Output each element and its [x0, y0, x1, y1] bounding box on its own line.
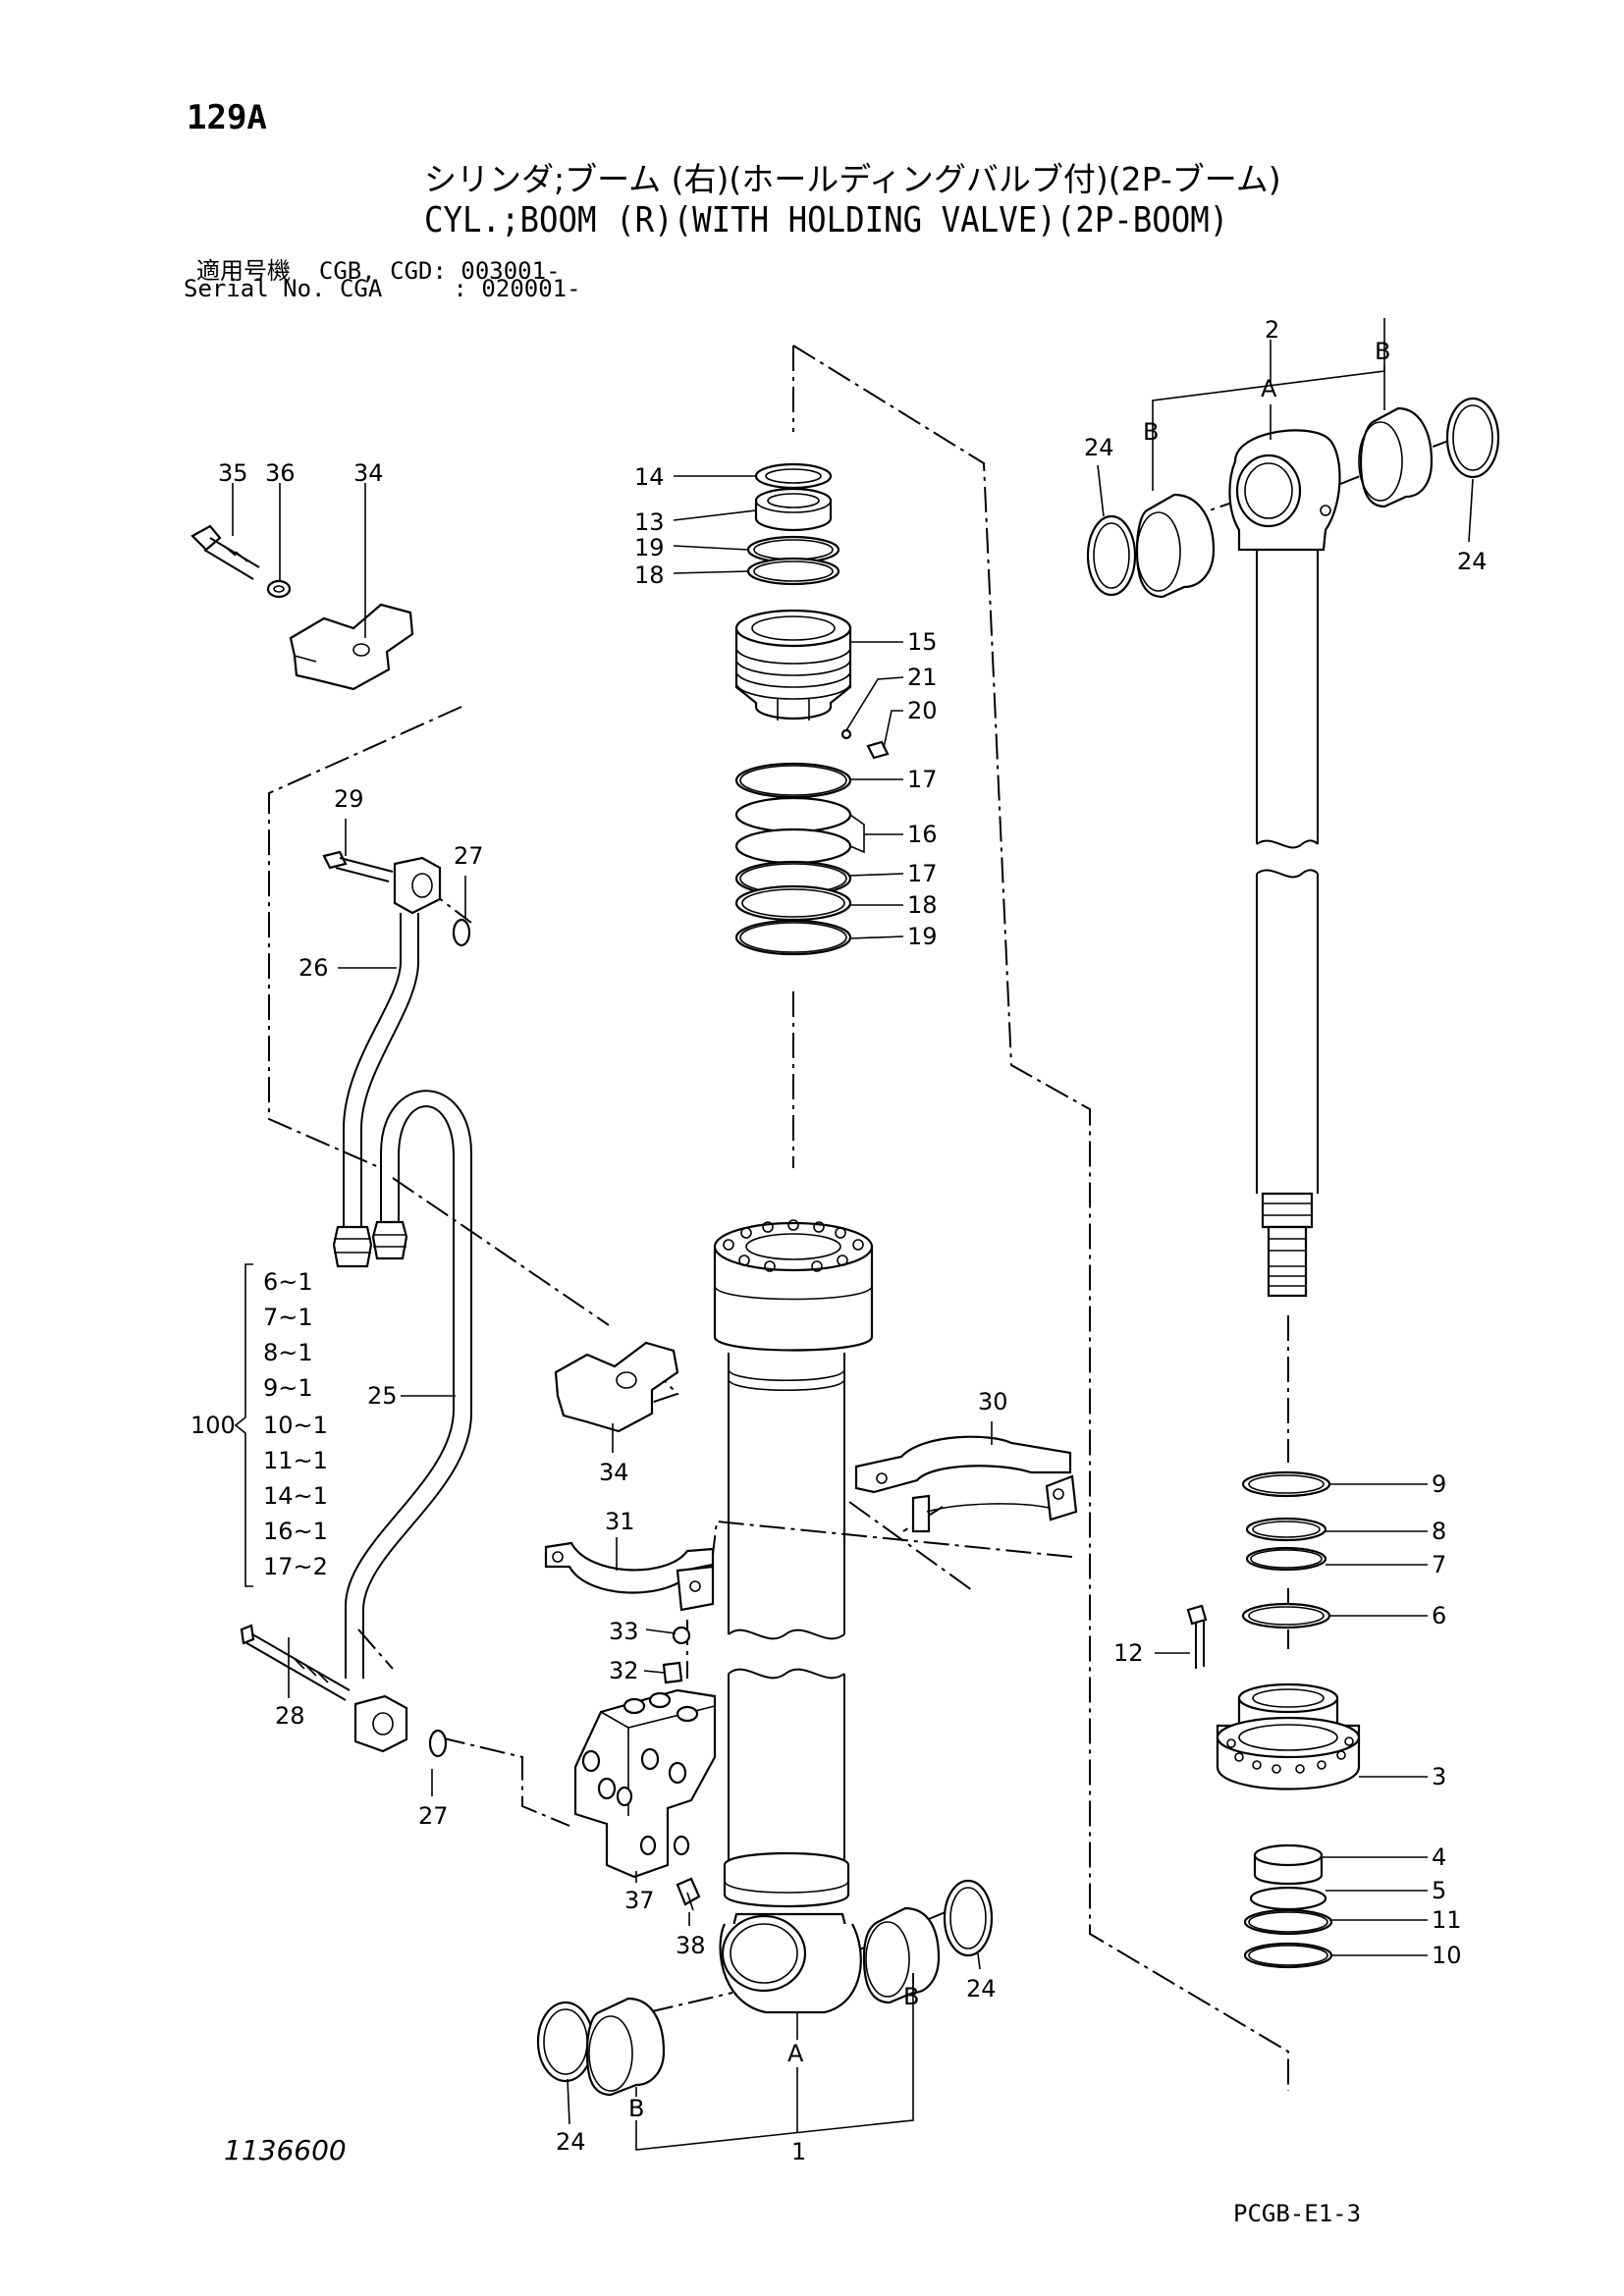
kit-item: 17~2 — [263, 1553, 328, 1580]
callout-11: 11 — [1432, 1906, 1462, 1934]
kit-item: 8~1 — [263, 1339, 313, 1366]
callout-34: 34 — [353, 459, 384, 487]
callout-30: 30 — [978, 1388, 1008, 1415]
callout-24: 24 — [1457, 548, 1488, 575]
callout-8: 8 — [1432, 1518, 1446, 1545]
callout-21: 21 — [907, 664, 938, 691]
callout-24: 24 — [556, 2128, 586, 2156]
callout-26: 26 — [298, 954, 329, 982]
serial-number-line: Serial No. CGA : 020001- — [184, 275, 581, 302]
callout-17: 17 — [907, 766, 938, 793]
part-top-rings — [746, 462, 840, 586]
callout-5: 5 — [1432, 1877, 1446, 1904]
part-band-30 — [854, 1435, 1078, 1533]
callout-19: 19 — [907, 923, 938, 950]
part-piston — [734, 609, 890, 760]
callout-33: 33 — [609, 1618, 639, 1645]
part-band-31 — [544, 1541, 715, 1684]
callout-9: 9 — [1432, 1470, 1446, 1498]
part-piston-rod — [1228, 429, 1341, 1298]
callout-12: 12 — [1113, 1639, 1144, 1667]
callout-A: A — [787, 2040, 804, 2067]
callout-35: 35 — [218, 459, 248, 487]
callout-15: 15 — [907, 628, 938, 656]
page-code: PCGB-E1-3 — [1233, 2200, 1362, 2227]
drawing-number: 1136600 — [224, 2134, 347, 2166]
callout-14: 14 — [634, 463, 665, 491]
kit-label: 100 — [190, 1412, 236, 1439]
page-number: 129A — [187, 98, 267, 137]
callout-A: A — [1261, 375, 1277, 402]
part-pipe-25 — [240, 1090, 472, 1758]
callout-B: B — [903, 1983, 919, 2010]
kit-item: 11~1 — [263, 1447, 328, 1474]
callout-1: 1 — [791, 2138, 806, 2165]
callout-32: 32 — [609, 1657, 639, 1684]
callout-28: 28 — [275, 1702, 305, 1730]
callout-18: 18 — [634, 561, 665, 589]
callout-31: 31 — [605, 1508, 635, 1535]
callout-2: 2 — [1265, 316, 1279, 344]
callout-36: 36 — [265, 459, 296, 487]
kit-item: 10~1 — [263, 1412, 328, 1439]
callout-20: 20 — [907, 697, 938, 724]
kit-item: 6~1 — [263, 1268, 313, 1296]
callout-6: 6 — [1432, 1602, 1446, 1629]
callout-19: 19 — [634, 534, 665, 561]
callout-13: 13 — [634, 508, 665, 536]
kit-item: 9~1 — [263, 1374, 313, 1402]
callout-38: 38 — [676, 1932, 706, 1959]
leader-lines — [232, 318, 1474, 2151]
part-cylinder-head-stack — [1186, 1470, 1361, 1969]
callout-25: 25 — [367, 1382, 398, 1410]
callout-B: B — [1375, 338, 1390, 365]
serial-applicable-line: 適用号機 CGB, CGD: 003001- — [196, 257, 561, 285]
kit-item: 14~1 — [263, 1482, 328, 1510]
title-english: CYL.;BOOM (R)(WITH HOLDING VALVE)(2P-BOO… — [424, 200, 1229, 240]
part-piston-rings — [734, 762, 852, 956]
part-bottom-bushings — [536, 1879, 994, 2097]
callout-B: B — [628, 2095, 644, 2122]
callout-24: 24 — [1084, 434, 1114, 461]
part-clamp-middle — [554, 1341, 679, 1433]
callout-16: 16 — [907, 821, 938, 848]
callout-37: 37 — [624, 1887, 655, 1914]
callout-3: 3 — [1432, 1763, 1446, 1790]
callout-24: 24 — [966, 1975, 997, 2002]
part-clamp-top — [190, 524, 414, 691]
part-cylinder-tube — [713, 1219, 874, 2014]
callout-27: 27 — [418, 1802, 449, 1830]
part-top-bushings — [1086, 397, 1500, 599]
callout-27: 27 — [454, 842, 484, 870]
kit-item: 16~1 — [263, 1518, 328, 1545]
part-pipe-26 — [322, 850, 471, 1268]
part-holding-valve — [573, 1688, 717, 1911]
callout-7: 7 — [1432, 1551, 1446, 1578]
callout-B: B — [1143, 418, 1159, 446]
title-japanese: シリンダ;ブーム (右)(ホールディングバルブ付)(2P-ブーム) — [424, 160, 1281, 198]
callout-17: 17 — [907, 860, 938, 887]
kit-item: 7~1 — [263, 1304, 313, 1331]
callout-labels: 35 36 34 14 13 19 18 15 21 20 17 16 17 1… — [218, 316, 1488, 2165]
kit-100-list: 100 6~1 7~1 8~1 9~1 10~1 11~1 14~1 16~1 … — [190, 1268, 328, 1580]
callout-18: 18 — [907, 891, 938, 919]
callout-34: 34 — [599, 1459, 629, 1486]
callout-29: 29 — [334, 785, 364, 813]
callout-10: 10 — [1432, 1942, 1462, 1969]
callout-4: 4 — [1432, 1843, 1446, 1871]
